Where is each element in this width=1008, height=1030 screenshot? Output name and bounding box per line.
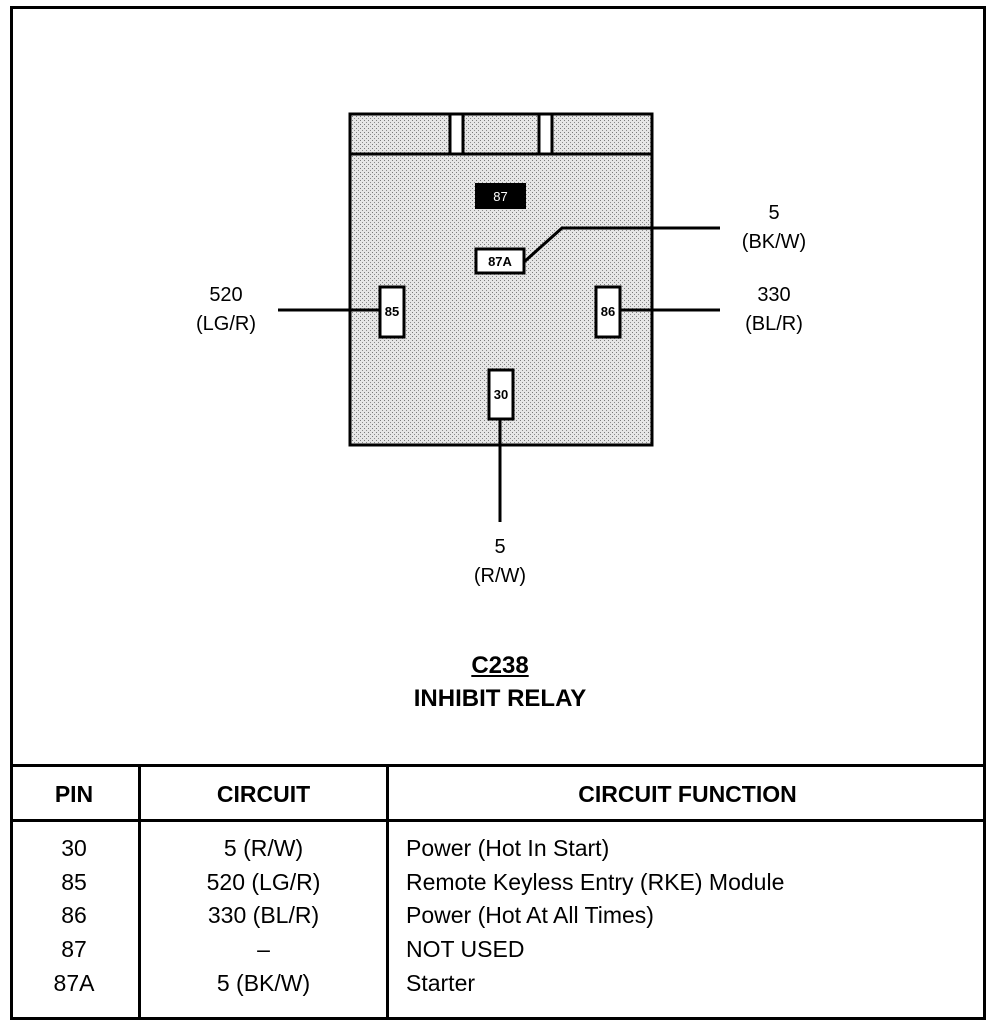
- terminal-87a-label: 87A: [488, 254, 512, 269]
- function-cell: NOT USED: [406, 936, 525, 962]
- diagram-frame: [10, 6, 986, 1020]
- wire-30-circuit: 5: [494, 536, 506, 558]
- terminal-85: [378, 285, 406, 339]
- wire-86-circuit: 330: [757, 284, 791, 306]
- table-row: 85 520 (LG/R) Remote Keyless Entry (RKE)…: [10, 865, 986, 899]
- pin-cell: 85: [61, 869, 87, 895]
- wire-87a-color: (BK/W): [741, 231, 807, 253]
- wire-87a-label: 5 (BK/W): [724, 199, 824, 257]
- pin-table: PIN CIRCUIT CIRCUIT FUNCTION 30 5 (R/W) …: [10, 767, 986, 1020]
- wire-30-color: (R/W): [473, 565, 527, 587]
- table-row: 86 330 (BL/R) Power (Hot At All Times): [10, 898, 986, 932]
- header-pin: PIN: [54, 781, 94, 807]
- circuit-cell: –: [257, 936, 270, 962]
- pin-cell: 86: [61, 902, 87, 928]
- pin-cell: 87: [61, 936, 87, 962]
- function-cell: Power (Hot At All Times): [406, 902, 654, 928]
- terminal-87-label: 87: [493, 189, 507, 204]
- terminal-30-label: 30: [494, 387, 508, 402]
- wire-85-circuit: 520: [209, 284, 243, 306]
- terminal-30: [487, 368, 515, 421]
- wire-30-label: 5 (R/W): [450, 533, 550, 591]
- wire-85-color: (LG/R): [196, 313, 256, 335]
- function-cell: Starter: [406, 970, 476, 996]
- table-row: 87A 5 (BK/W) Starter: [10, 966, 986, 1000]
- section-divider: [10, 764, 986, 767]
- circuit-cell: 330 (BL/R): [207, 902, 320, 928]
- terminal-85-label: 85: [385, 304, 399, 319]
- table-row: 30 5 (R/W) Power (Hot In Start): [10, 831, 986, 865]
- latch-slot-right: [537, 112, 554, 156]
- relay-latch: [348, 112, 654, 156]
- table-row: 87 – NOT USED: [10, 932, 986, 966]
- pin-cell: 87A: [53, 970, 95, 996]
- header-circuit: CIRCUIT: [216, 781, 311, 807]
- function-cell: Remote Keyless Entry (RKE) Module: [406, 869, 785, 895]
- terminal-86-label: 86: [601, 304, 615, 319]
- circuit-cell: 5 (R/W): [223, 835, 304, 861]
- wire-87a-circuit: 5: [768, 202, 780, 224]
- connector-code: C238: [471, 652, 529, 679]
- circuit-cell: 520 (LG/R): [206, 869, 321, 895]
- terminal-87a: [474, 247, 526, 275]
- circuit-cell: 5 (BK/W): [216, 970, 311, 996]
- terminal-86: [594, 285, 622, 339]
- table-col-divider-1: [138, 767, 141, 1020]
- terminal-87: [475, 183, 526, 209]
- wire-87a: [522, 226, 564, 264]
- table-col-divider-2: [386, 767, 389, 1020]
- header-circuit-function: CIRCUIT FUNCTION: [578, 781, 797, 807]
- wire-85-label: 520 (LG/R): [176, 281, 276, 339]
- table-header-divider: [10, 819, 986, 822]
- wire-86-label: 330 (BL/R): [724, 281, 824, 339]
- latch-slot-left: [448, 112, 465, 156]
- function-cell: Power (Hot In Start): [406, 835, 610, 861]
- wire-86-color: (BL/R): [745, 313, 803, 335]
- pin-cell: 30: [61, 835, 87, 861]
- connector-name: INHIBIT RELAY: [413, 685, 587, 712]
